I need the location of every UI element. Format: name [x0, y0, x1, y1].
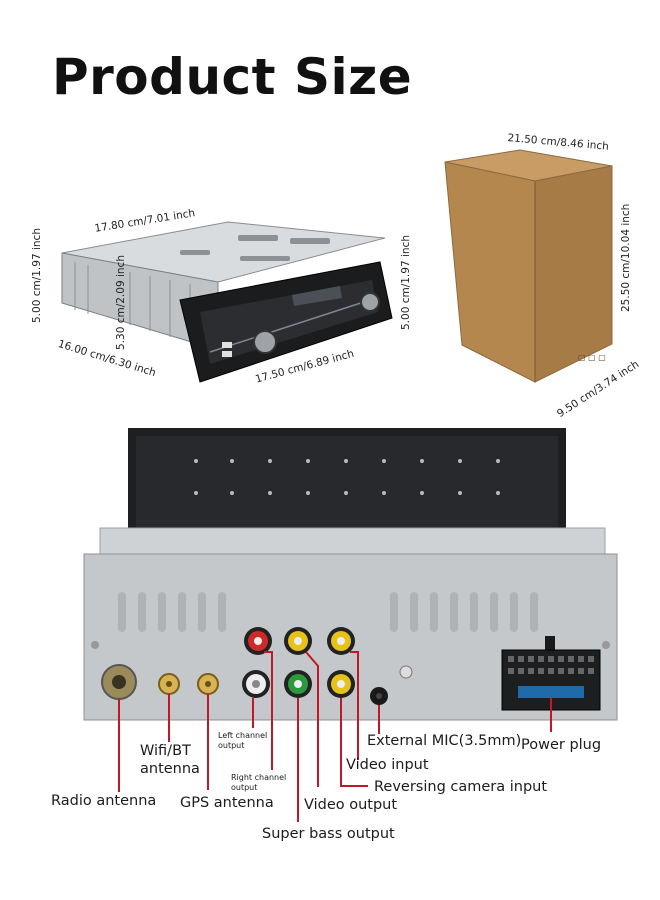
svg-text:▢ ▢ ▢: ▢ ▢ ▢: [578, 353, 606, 362]
wifi-bt-label-2: antenna: [140, 761, 200, 777]
super-bass-label: Super bass output: [262, 826, 395, 842]
unit-height-left-label: 5.00 cm/1.97 inch: [31, 228, 43, 323]
power-plug-label: Power plug: [521, 737, 602, 753]
external-mic-label: External MIC(3.5mm): [367, 733, 522, 749]
video-output-label: Video output: [304, 797, 398, 813]
left-channel-label: Left channel: [218, 731, 268, 740]
radio-antenna-label: Radio antenna: [51, 793, 157, 809]
unit-height-mid-label: 5.30 cm/2.09 inch: [115, 255, 127, 350]
video-input-label: Video input: [346, 757, 429, 773]
right-channel-label: Right channel: [231, 773, 287, 782]
gps-antenna-label: GPS antenna: [180, 795, 274, 811]
reversing-camera-label: Reversing camera input: [374, 779, 548, 795]
left-channel-label-2: output: [218, 741, 245, 750]
right-channel-label-2: output: [231, 783, 258, 792]
unit-height-right-label: 5.00 cm/1.97 inch: [400, 235, 412, 330]
box-height-label: 25.50 cm/10.04 inch: [620, 203, 632, 312]
wifi-bt-label: Wifi/BT: [140, 743, 191, 759]
page-title: Product Size: [52, 48, 413, 106]
